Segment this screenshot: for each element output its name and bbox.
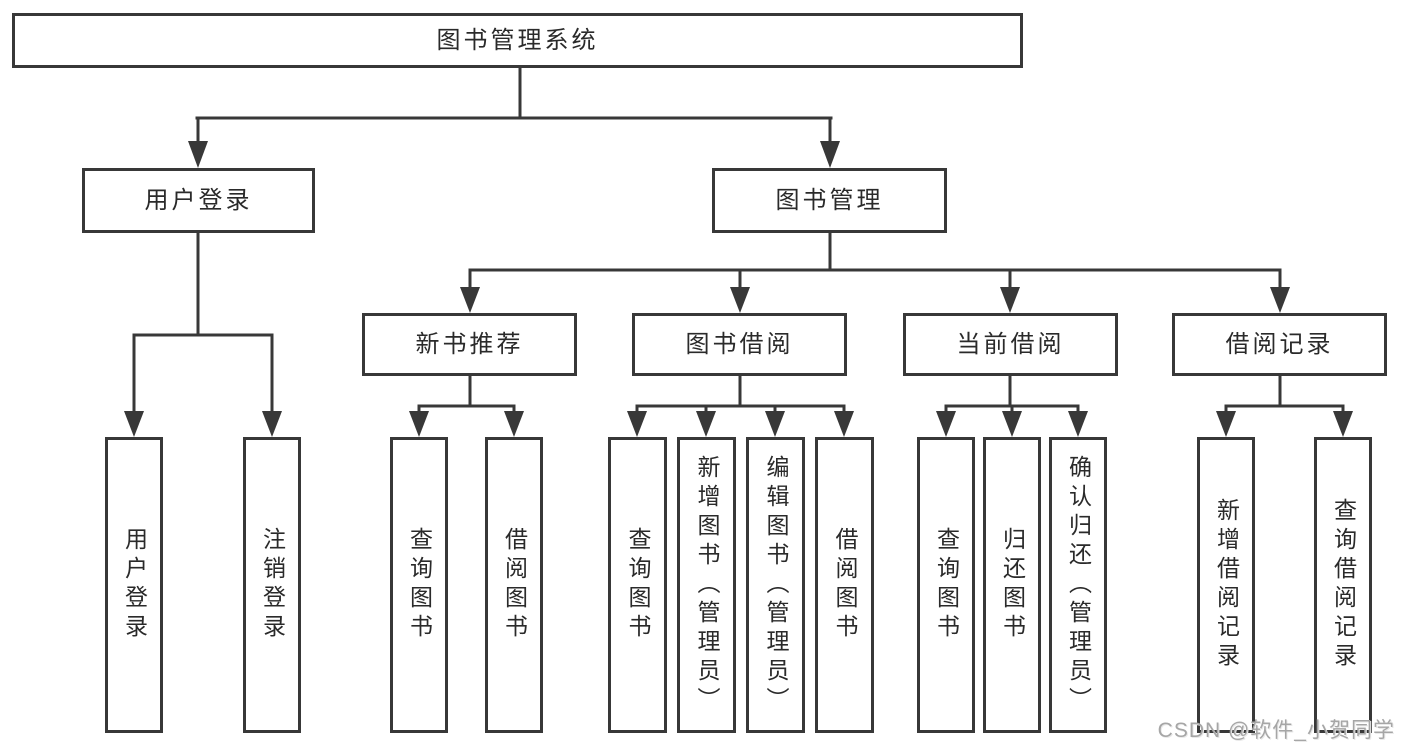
leaf-label: 查询图书 <box>625 527 651 643</box>
leaf-confirm-return-admin: 确认归还（管理员） <box>1049 437 1107 733</box>
leaf-add-books-admin: 新增图书（管理员） <box>677 437 736 733</box>
node-new-book-recommend: 新书推荐 <box>362 313 577 376</box>
arrow-icon <box>1333 411 1353 437</box>
leaf-query-borrow-record: 查询借阅记录 <box>1314 437 1372 733</box>
leaf-label: 新增借阅记录 <box>1213 498 1240 672</box>
arrow-icon <box>1002 411 1022 437</box>
leaf-return-books: 归还图书 <box>983 437 1041 733</box>
leaf-label: 查询图书 <box>933 527 960 643</box>
connector-mgmt-to-level3 <box>468 231 1282 291</box>
connector-root-to-level2 <box>195 66 833 145</box>
arrow-icon <box>627 411 647 437</box>
leaf-borrow-books-2: 借阅图书 <box>815 437 874 733</box>
arrow-icon <box>730 287 750 313</box>
leaf-edit-books-admin: 编辑图书（管理员） <box>746 437 805 733</box>
node-book-management: 图书管理 <box>712 168 947 233</box>
leaf-label: 借阅图书 <box>501 527 528 643</box>
leaf-add-borrow-record: 新增借阅记录 <box>1197 437 1255 733</box>
arrow-icon <box>765 411 785 437</box>
node-book-borrow: 图书借阅 <box>632 313 847 376</box>
csdn-watermark: CSDN @软件_小贺同学 <box>1157 719 1395 742</box>
arrow-icon <box>1270 287 1290 313</box>
arrow-icon <box>820 141 840 168</box>
arrow-icon <box>262 411 282 437</box>
node-current-borrow: 当前借阅 <box>903 313 1118 376</box>
leaf-label: 编辑图书（管理员） <box>763 454 789 716</box>
arrow-icon <box>936 411 956 437</box>
connector-borrow-to-leaves <box>635 374 846 415</box>
leaf-label: 查询图书 <box>406 527 433 643</box>
leaf-borrow-books-1: 借阅图书 <box>485 437 543 733</box>
node-user-login: 用户登录 <box>82 168 315 233</box>
arrow-icon <box>696 411 716 437</box>
leaf-user-login: 用户登录 <box>105 437 163 733</box>
connector-records-to-leaves <box>1224 374 1345 415</box>
leaf-label: 用户登录 <box>121 527 148 643</box>
leaf-query-books-3: 查询图书 <box>917 437 975 733</box>
leaf-query-books-2: 查询图书 <box>608 437 667 733</box>
leaf-label: 确认归还（管理员） <box>1065 454 1092 716</box>
arrowheads <box>124 141 1353 437</box>
leaf-label: 注销登录 <box>259 527 286 643</box>
arrow-icon <box>504 411 524 437</box>
arrow-icon <box>409 411 429 437</box>
arrow-icon <box>834 411 854 437</box>
arrow-icon <box>1216 411 1236 437</box>
connector-current-to-leaves <box>944 374 1080 415</box>
leaf-label: 借阅图书 <box>832 527 858 643</box>
leaf-query-books-1: 查询图书 <box>390 437 448 733</box>
arrow-icon <box>460 287 480 313</box>
leaf-label: 查询借阅记录 <box>1330 498 1357 672</box>
leaf-label: 归还图书 <box>999 527 1026 643</box>
node-borrow-records: 借阅记录 <box>1172 313 1387 376</box>
arrow-icon <box>1068 411 1088 437</box>
arrow-icon <box>1000 287 1020 313</box>
connector-newbooks-to-leaves <box>417 374 516 415</box>
connector-login-to-leaves <box>132 231 274 415</box>
node-library-system: 图书管理系统 <box>12 13 1023 68</box>
leaf-logout: 注销登录 <box>243 437 301 733</box>
arrow-icon <box>188 141 208 168</box>
leaf-label: 新增图书（管理员） <box>694 454 720 716</box>
arrow-icon <box>124 411 144 437</box>
